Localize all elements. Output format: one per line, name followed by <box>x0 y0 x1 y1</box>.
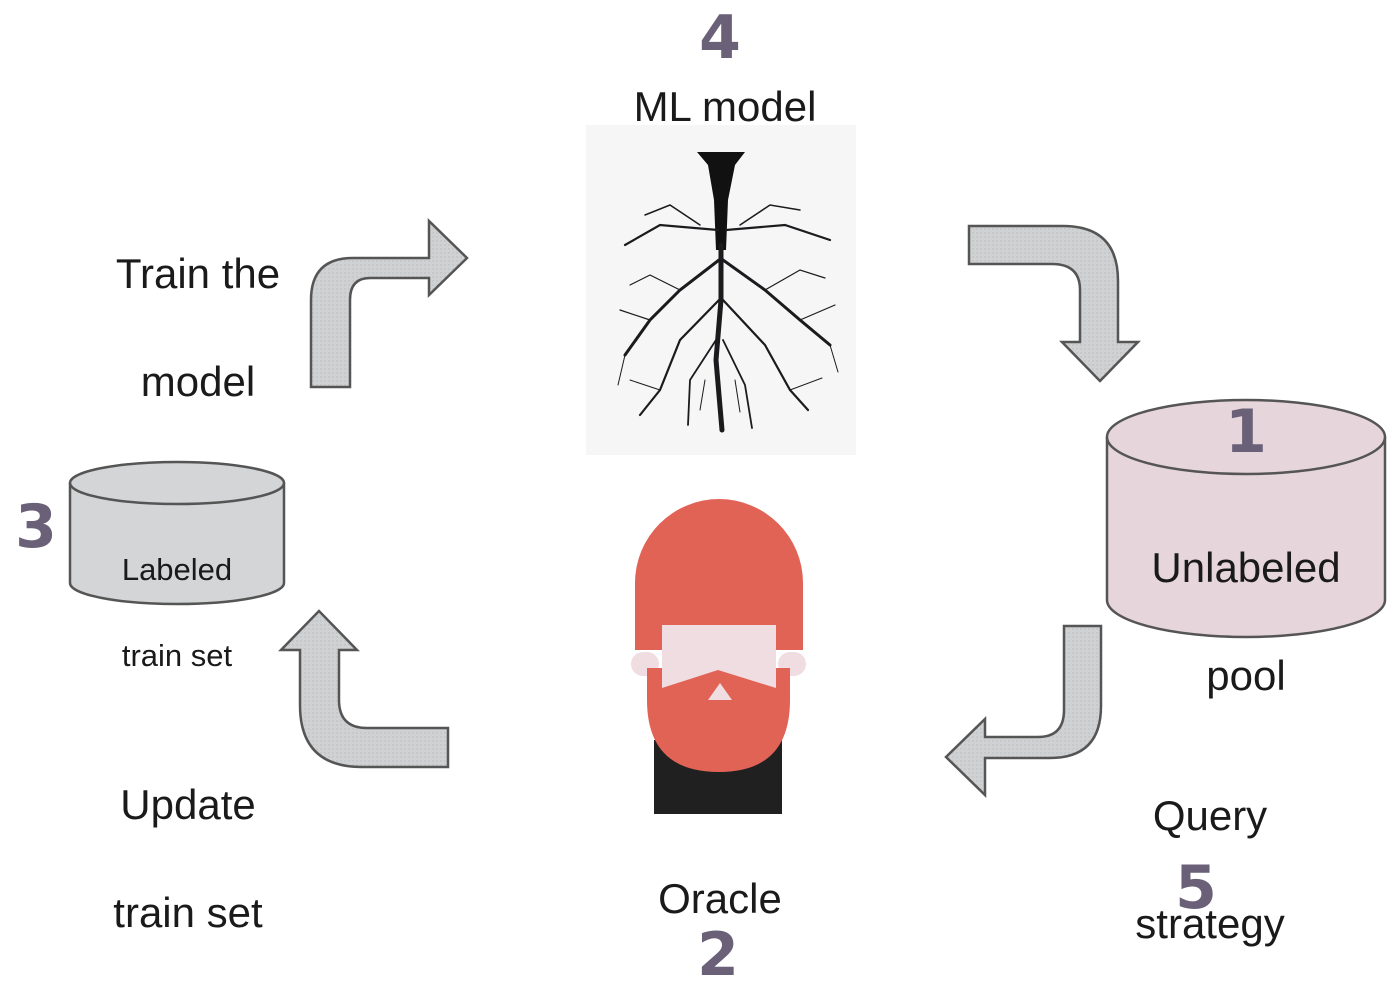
train-set-cylinder <box>68 460 286 606</box>
train-step-line2: model <box>140 358 256 405</box>
train-step-line1: Train the <box>115 250 281 297</box>
train-set-label-line2: train set <box>121 638 233 673</box>
pool-label-line1: Unlabeled <box>1151 544 1341 591</box>
train-step-label: Train the model <box>80 193 316 463</box>
train-set-label: Labeled train set <box>72 505 282 720</box>
pool-label-line2: pool <box>1206 652 1286 699</box>
query-number: 5 <box>1175 853 1217 923</box>
update-step-line2: train set <box>113 889 263 936</box>
pool-cylinder <box>1105 398 1387 639</box>
update-step-line1: Update <box>120 781 256 828</box>
pool-label: Unlabeled pool <box>1110 487 1382 757</box>
model-number: 4 <box>699 3 741 73</box>
query-label-line1: Query <box>1152 792 1268 839</box>
tree-roots-icon <box>586 125 856 455</box>
update-step-label: Update train set <box>70 724 306 994</box>
train-arrow <box>309 218 469 389</box>
query-arrow <box>944 624 1103 798</box>
pool-number: 1 <box>1225 397 1267 467</box>
oracle-number: 2 <box>697 920 739 990</box>
train-set-number: 3 <box>15 492 57 562</box>
oracle-label: Oracle <box>658 875 782 922</box>
query-label-line2: strategy <box>1135 900 1285 947</box>
update-arrow <box>278 609 450 769</box>
bearded-person-icon <box>631 499 806 814</box>
model-label: ML model <box>633 83 817 130</box>
query-label: Query strategy <box>1100 735 1320 1005</box>
model-to-pool-arrow <box>967 224 1141 383</box>
train-set-label-line1: Labeled <box>121 552 233 587</box>
